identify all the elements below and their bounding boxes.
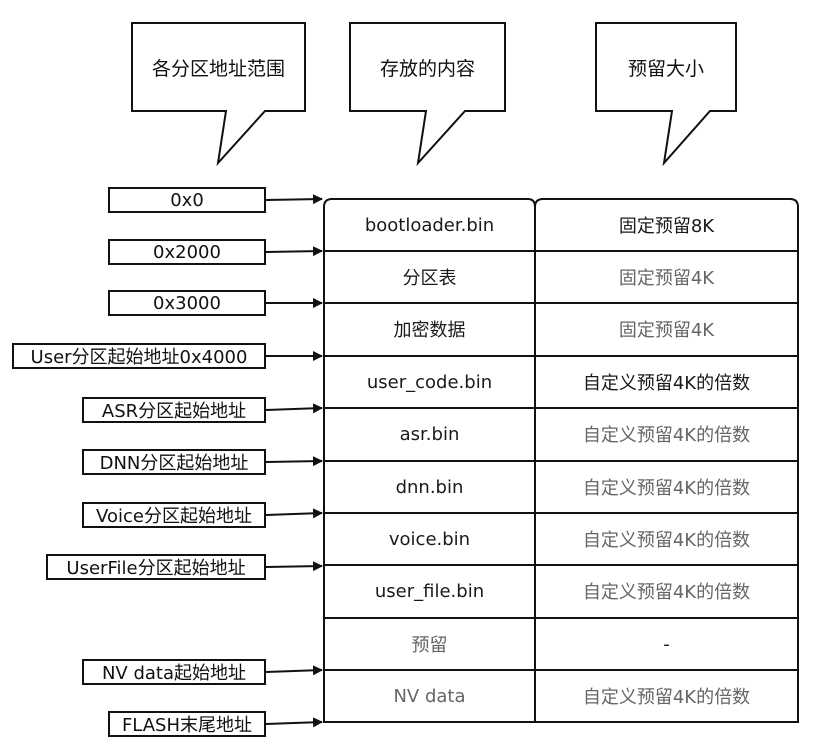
address-label-1: 0x2000 — [108, 239, 266, 265]
address-arrows — [265, 194, 323, 728]
row-size: 固定预留8K — [618, 216, 715, 237]
address-arrow — [265, 717, 323, 728]
callout-contents-shape — [349, 22, 506, 167]
address-label-4: ASR分区起始地址 — [82, 397, 266, 423]
row-content: 加密数据 — [393, 320, 466, 341]
row-size: 自定义预留4K的倍数 — [582, 582, 751, 603]
row-content: user_code.bin — [366, 371, 493, 393]
row-size: 固定预留4K — [618, 268, 715, 289]
row-size: 固定预留4K — [618, 320, 715, 341]
address-label-5: DNN分区起始地址 — [82, 449, 266, 475]
row-content: dnn.bin — [395, 476, 464, 498]
address-arrow — [265, 508, 323, 519]
row-size: 自定义预留4K的倍数 — [582, 687, 751, 708]
callout-ranges-label: 各分区地址范围 — [151, 57, 285, 80]
row-content: bootloader.bin — [364, 214, 495, 236]
row-size: 自定义预留4K的倍数 — [582, 530, 751, 551]
callout-reserve-shape — [595, 22, 737, 167]
address-label-3: User分区起始地址0x4000 — [12, 343, 266, 369]
address-label-2: 0x3000 — [108, 290, 266, 316]
row-size: 自定义预留4K的倍数 — [582, 425, 751, 446]
address-label-8: NV data起始地址 — [82, 659, 266, 685]
address-arrow — [265, 456, 323, 467]
address-arrow — [265, 194, 323, 205]
row-size: 自定义预留4K的倍数 — [582, 373, 751, 394]
address-label-7: UserFile分区起始地址 — [46, 554, 266, 580]
address-arrow — [265, 403, 323, 414]
address-arrow — [265, 665, 323, 676]
row-size: 自定义预留4K的倍数 — [582, 478, 751, 499]
row-content: 分区表 — [402, 268, 457, 289]
address-label-6: Voice分区起始地址 — [82, 502, 266, 528]
table-row-dividers — [324, 250, 798, 671]
row-content: asr.bin — [399, 423, 460, 445]
callout-ranges-shape — [131, 22, 306, 167]
row-content: 预留 — [411, 635, 448, 656]
address-label-0: 0x0 — [108, 187, 266, 213]
row-content: voice.bin — [388, 528, 471, 550]
address-arrow — [265, 561, 323, 572]
row-content: NV data — [393, 685, 466, 707]
row-content: user_file.bin — [374, 580, 485, 602]
callout-contents-label: 存放的内容 — [379, 57, 475, 80]
callout-reserve-label: 预留大小 — [627, 57, 704, 80]
address-label-9: FLASH末尾地址 — [108, 711, 266, 737]
address-arrow — [265, 246, 323, 257]
row-size: - — [663, 633, 670, 655]
